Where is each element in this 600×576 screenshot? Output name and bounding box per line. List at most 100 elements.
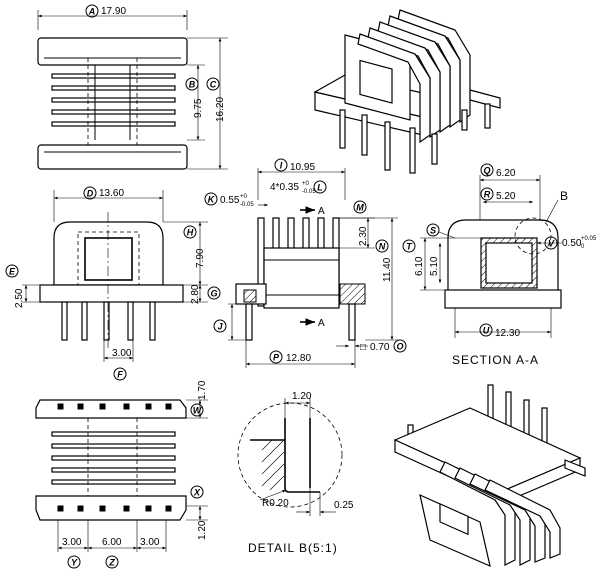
top-view: A 17.90 B 9.75 <box>37 4 228 170</box>
dim-a-value: 17.90 <box>101 6 126 17</box>
svg-text:G: G <box>210 289 217 299</box>
svg-text:A: A <box>88 7 96 17</box>
detail-caption: DETAIL B(5:1) <box>248 541 338 555</box>
winding-fins <box>51 73 176 127</box>
svg-text:J: J <box>217 322 223 332</box>
dim-r-value: 5.20 <box>496 191 516 202</box>
detail-dim-120: 1.20 <box>292 391 312 402</box>
front-pins <box>61 212 156 350</box>
dim-z-value: 6.00 <box>102 537 122 548</box>
svg-text:+0.05: +0.05 <box>581 236 597 242</box>
bottom-fins <box>51 431 176 485</box>
dim-o-value: 0.70 <box>370 342 390 353</box>
svg-text:S: S <box>430 226 436 236</box>
isometric-view-bottom <box>393 384 586 568</box>
svg-text:U: U <box>483 326 490 336</box>
section-a-a-view: Q 6.20 R 5.20 B S T <box>402 163 597 367</box>
front-view: D 13.60 H 7.90 G <box>5 186 221 381</box>
svg-text:+0: +0 <box>240 194 248 200</box>
dim-t-value: 6.10 <box>414 256 425 276</box>
detail-b-view: 1.20 R0.20 0.25 DETAIL B(5:1) <box>237 391 354 555</box>
svg-text:T: T <box>406 242 413 252</box>
bubble-z: Z <box>105 555 119 569</box>
bubble-u: U <box>479 323 493 337</box>
bubble-r: R <box>480 187 494 201</box>
dim-b-value: 9.75 <box>193 98 204 118</box>
bubble-a: A <box>85 4 99 18</box>
dim-n-value: 11.40 <box>382 257 393 282</box>
dim-o-prefix: □ <box>360 342 366 353</box>
bubble-h: H <box>183 225 197 239</box>
svg-text:W: W <box>193 406 203 416</box>
pin-slots-bottom <box>57 505 172 512</box>
dim-p-value: 12.80 <box>286 353 311 364</box>
svg-text:-0.05: -0.05 <box>240 202 254 208</box>
dim-f-value: 3.00 <box>112 348 132 359</box>
svg-text:B: B <box>189 80 196 90</box>
dim-c-value: 16.20 <box>215 97 226 122</box>
svg-text:Z: Z <box>108 558 115 568</box>
isometric-view-top <box>313 9 501 174</box>
isometric-fins-top <box>357 9 471 144</box>
dim-v-value: 0.50 <box>562 238 582 249</box>
dim-y2-value: 3.00 <box>140 537 160 548</box>
svg-text:-0.05: -0.05 <box>302 189 316 195</box>
dim-u-value: 12.30 <box>495 328 520 339</box>
dim-x-value: 1.20 <box>197 520 208 540</box>
dim-l-value: 4*0.35 <box>270 182 299 193</box>
dim-y-value: 3.00 <box>62 537 82 548</box>
isometric-pins-top <box>339 103 491 174</box>
bubble-s: S <box>426 223 440 237</box>
bubble-t: T <box>402 239 416 253</box>
svg-text:O: O <box>396 342 403 352</box>
dim-q-value: 6.20 <box>496 168 516 179</box>
svg-text:V: V <box>548 239 555 249</box>
dim-g-value: 2.80 <box>190 284 201 304</box>
dim-i-value: 10.95 <box>290 162 315 173</box>
bottom-flange <box>37 144 188 170</box>
dim-e-value: 2.50 <box>14 288 25 308</box>
bubble-f: F <box>113 367 127 381</box>
section-marker-top: A <box>318 206 325 217</box>
bubble-x: X <box>190 485 204 499</box>
svg-text:K: K <box>208 195 216 205</box>
svg-text:P: P <box>273 353 280 363</box>
svg-text:R: R <box>484 190 491 200</box>
svg-text:L: L <box>317 183 323 193</box>
bubble-d: D <box>83 186 97 200</box>
bubble-j: J <box>213 319 227 333</box>
svg-text:H: H <box>187 228 194 238</box>
svg-text:C: C <box>210 80 217 90</box>
svg-text:N: N <box>379 242 386 252</box>
bubble-l: L <box>313 180 327 194</box>
bubble-o: O <box>393 339 407 353</box>
bubble-b: B <box>185 77 199 91</box>
svg-text:Y: Y <box>71 558 78 568</box>
bubble-g: G <box>207 286 221 300</box>
bubble-q: Q <box>480 163 494 177</box>
bubble-k: K <box>204 192 218 206</box>
svg-text:I: I <box>280 161 283 171</box>
svg-text:M: M <box>356 203 364 213</box>
dim-k-value: 0.55 <box>220 195 240 206</box>
bubble-i: I <box>274 158 288 172</box>
section-marker-bottom: A <box>318 318 325 329</box>
dim-h-value: 7.90 <box>195 248 206 268</box>
svg-text:F: F <box>117 370 123 380</box>
detail-ref-b: B <box>560 189 568 203</box>
svg-text:X: X <box>193 488 201 498</box>
top-flange <box>37 37 188 66</box>
dim-m-value: 2.30 <box>358 226 369 246</box>
bubble-w: W <box>190 403 204 417</box>
bubble-y: Y <box>67 555 81 569</box>
front-base <box>39 284 184 303</box>
bubble-c: C <box>206 77 220 91</box>
pin-slots-top <box>57 403 172 410</box>
dim-d-value: 13.60 <box>99 188 124 199</box>
svg-text:Q: Q <box>483 166 490 176</box>
bottom-view: W 1.70 X 1.20 3.00 6.00 3.00 Y Z <box>35 380 208 569</box>
side-view: I 10.95 4*0.35 +0 -0.05 L K 0.55 +0 -0.0… <box>204 158 407 368</box>
svg-text:0: 0 <box>581 244 585 250</box>
svg-text:+0: +0 <box>302 181 310 187</box>
